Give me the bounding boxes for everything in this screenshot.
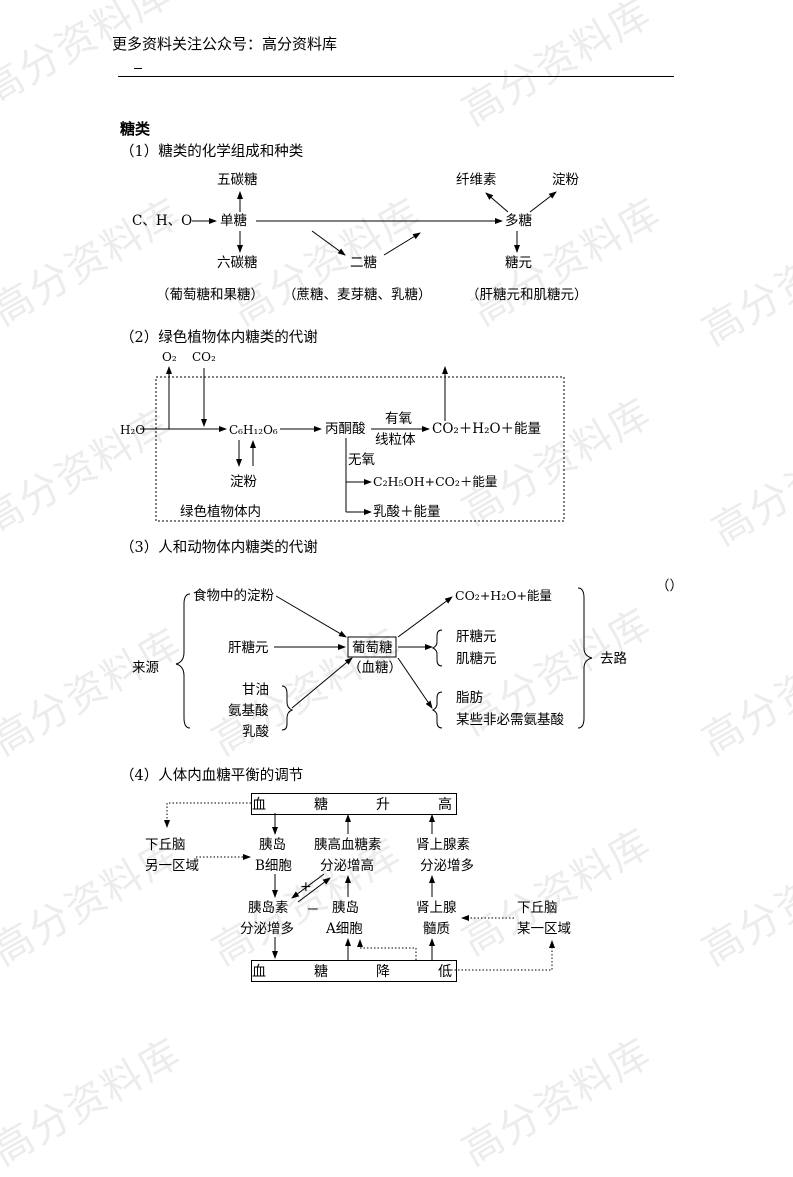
s3-glycerol: 甘油 xyxy=(242,682,269,698)
s4-hypo-b2: 某一区域 xyxy=(517,921,571,937)
s4-fall-char: 血 xyxy=(252,964,266,980)
s1-mono: 单糖 xyxy=(220,213,247,229)
s1-note-mono: （葡萄糖和果糖） xyxy=(156,287,264,303)
s4-adrenal2: 髓质 xyxy=(423,921,450,937)
s2-lactic-product: 乳酸＋能量 xyxy=(373,504,441,520)
s2-h2o: H₂O xyxy=(120,423,146,437)
s3-out-muscle: 肌糖元 xyxy=(456,651,497,667)
s3-out-liver: 肝糖元 xyxy=(456,629,497,645)
s3-source: 来源 xyxy=(132,660,159,676)
s4-adrenal1: 肾上腺 xyxy=(416,900,457,916)
s3-out-fat: 脂肪 xyxy=(456,690,483,706)
s1-elements: C、H、O xyxy=(132,213,193,229)
s4-fall-char: 低 xyxy=(438,964,452,980)
s2-mito: 线粒体 xyxy=(375,432,416,448)
s2-in-plant: 绿色植物体内 xyxy=(180,504,261,520)
s4-insulin2: 分泌增多 xyxy=(240,921,294,937)
s4-b-cell1: 胰岛 xyxy=(259,837,286,853)
s4-arrow-insulin-glucagon xyxy=(297,877,331,903)
s3-blood-sugar: （血糖） xyxy=(348,660,402,676)
s3-small-brace xyxy=(281,685,294,731)
s4-dotted-fall-acell xyxy=(357,939,417,960)
s4-hypo-b1: 下丘脑 xyxy=(517,900,558,916)
s3-destination: 去路 xyxy=(600,651,627,667)
s3-out1: CO₂+H₂O+能量 xyxy=(455,588,552,603)
s4-hypo-a1: 下丘脑 xyxy=(145,837,186,853)
s4-fall-box: 血 糖 降 低 xyxy=(251,960,457,982)
s2-starch: 淀粉 xyxy=(230,474,257,490)
s2-co2: CO₂ xyxy=(192,350,216,364)
s3-lactic: 乳酸 xyxy=(242,724,269,740)
s4-rise-char: 糖 xyxy=(314,797,328,813)
s1-note-di: （蔗糖、麦芽糖、乳糖） xyxy=(283,287,432,303)
s4-arrow-glucagon-insulin xyxy=(291,873,325,899)
s4-minus: － xyxy=(306,902,320,918)
s2-ethanol-product: C₂H₅OH+CO₂＋能量 xyxy=(373,474,498,489)
s4-rise-char: 高 xyxy=(438,797,452,813)
s1-arrow-mono-di xyxy=(311,230,346,256)
s4-a-cell1: 胰岛 xyxy=(332,900,359,916)
s4-insulin1: 胰岛素 xyxy=(248,900,289,916)
s3-arrow-noncarb xyxy=(291,657,353,709)
s3-arrow-out1 xyxy=(397,596,453,638)
diagram-lines xyxy=(140,191,593,971)
s4-hypo-a2: 另一区域 xyxy=(145,858,199,874)
section-title: 糖类 xyxy=(120,120,151,138)
s3-liver-glycogen: 肝糖元 xyxy=(228,640,269,656)
s3-arrow-out-fat xyxy=(397,657,433,709)
s1-arrow-poly-cellulose xyxy=(485,192,509,213)
s3-source-brace xyxy=(175,593,191,729)
header-rule xyxy=(118,76,674,77)
s3-glucose: 葡萄糖 xyxy=(352,640,393,656)
s2-plant-boundary xyxy=(155,376,565,522)
s3-glucose-box xyxy=(347,636,397,658)
s1-cellulose: 纤维素 xyxy=(456,172,497,188)
s1-hexa: 六碳糖 xyxy=(217,255,258,271)
s2-o2: O₂ xyxy=(162,350,177,364)
s4-adrenaline2: 分泌增多 xyxy=(420,858,474,874)
s3-food-starch: 食物中的淀粉 xyxy=(193,588,274,604)
s4-rise-box: 血 糖 升 高 xyxy=(251,793,457,815)
s4-a-cell2: A细胞 xyxy=(326,921,363,937)
s3-out-amino: 某些非必需氨基酸 xyxy=(456,712,564,728)
s4-glucagon2: 分泌增高 xyxy=(320,858,374,874)
s1-arrow-di-poly xyxy=(383,232,421,256)
s3-parens: （） xyxy=(656,578,683,594)
s2-pyruvate: 丙酮酸 xyxy=(325,421,366,437)
s4-dotted-rise-hypo xyxy=(164,802,251,828)
s2-aerobic-product: CO₂＋H₂O＋能量 xyxy=(432,421,542,437)
s4-b-cell2: B细胞 xyxy=(255,858,292,874)
s4-heading: （4）人体内血糖平衡的调节 xyxy=(120,768,304,784)
s2-glucose: C₆H₁₂O₆ xyxy=(229,423,278,437)
s3-dest-brace xyxy=(577,587,593,729)
s1-glycogen: 糖元 xyxy=(505,255,532,271)
s2-anaerobic: 无氧 xyxy=(348,452,375,468)
s1-di: 二糖 xyxy=(350,255,377,271)
s4-rise-char: 升 xyxy=(376,797,390,813)
s3-heading: （3）人和动物体内糖类的代谢 xyxy=(120,540,318,556)
s4-fall-char: 降 xyxy=(376,964,390,980)
s1-penta: 五碳糖 xyxy=(217,172,258,188)
s1-note-poly: （肝糖元和肌糖元） xyxy=(466,287,588,303)
s2-aerobic: 有氧 xyxy=(385,411,412,427)
s2-heading: （2）绿色植物体内糖类的代谢 xyxy=(120,330,318,346)
s1-heading: （1）糖类的化学组成和种类 xyxy=(120,144,304,160)
s1-arrow-poly-starch xyxy=(529,191,557,213)
s4-glucagon1: 胰高血糖素 xyxy=(314,837,382,853)
s3-amino: 氨基酸 xyxy=(228,703,269,719)
page-header: 更多资料关注公众号：高分资料库 xyxy=(112,35,338,53)
s3-arrow-food xyxy=(275,595,347,638)
s4-fall-char: 糖 xyxy=(314,964,328,980)
s4-rise-char: 血 xyxy=(252,797,266,813)
header-dash xyxy=(134,68,142,69)
s1-poly: 多糖 xyxy=(505,213,532,229)
s4-adrenaline1: 肾上腺素 xyxy=(416,837,470,853)
s3-out-brace-2 xyxy=(431,691,443,729)
s4-dotted-fall-hypo xyxy=(451,940,555,971)
s1-starch: 淀粉 xyxy=(552,172,579,188)
s3-out-brace-1 xyxy=(431,629,443,667)
